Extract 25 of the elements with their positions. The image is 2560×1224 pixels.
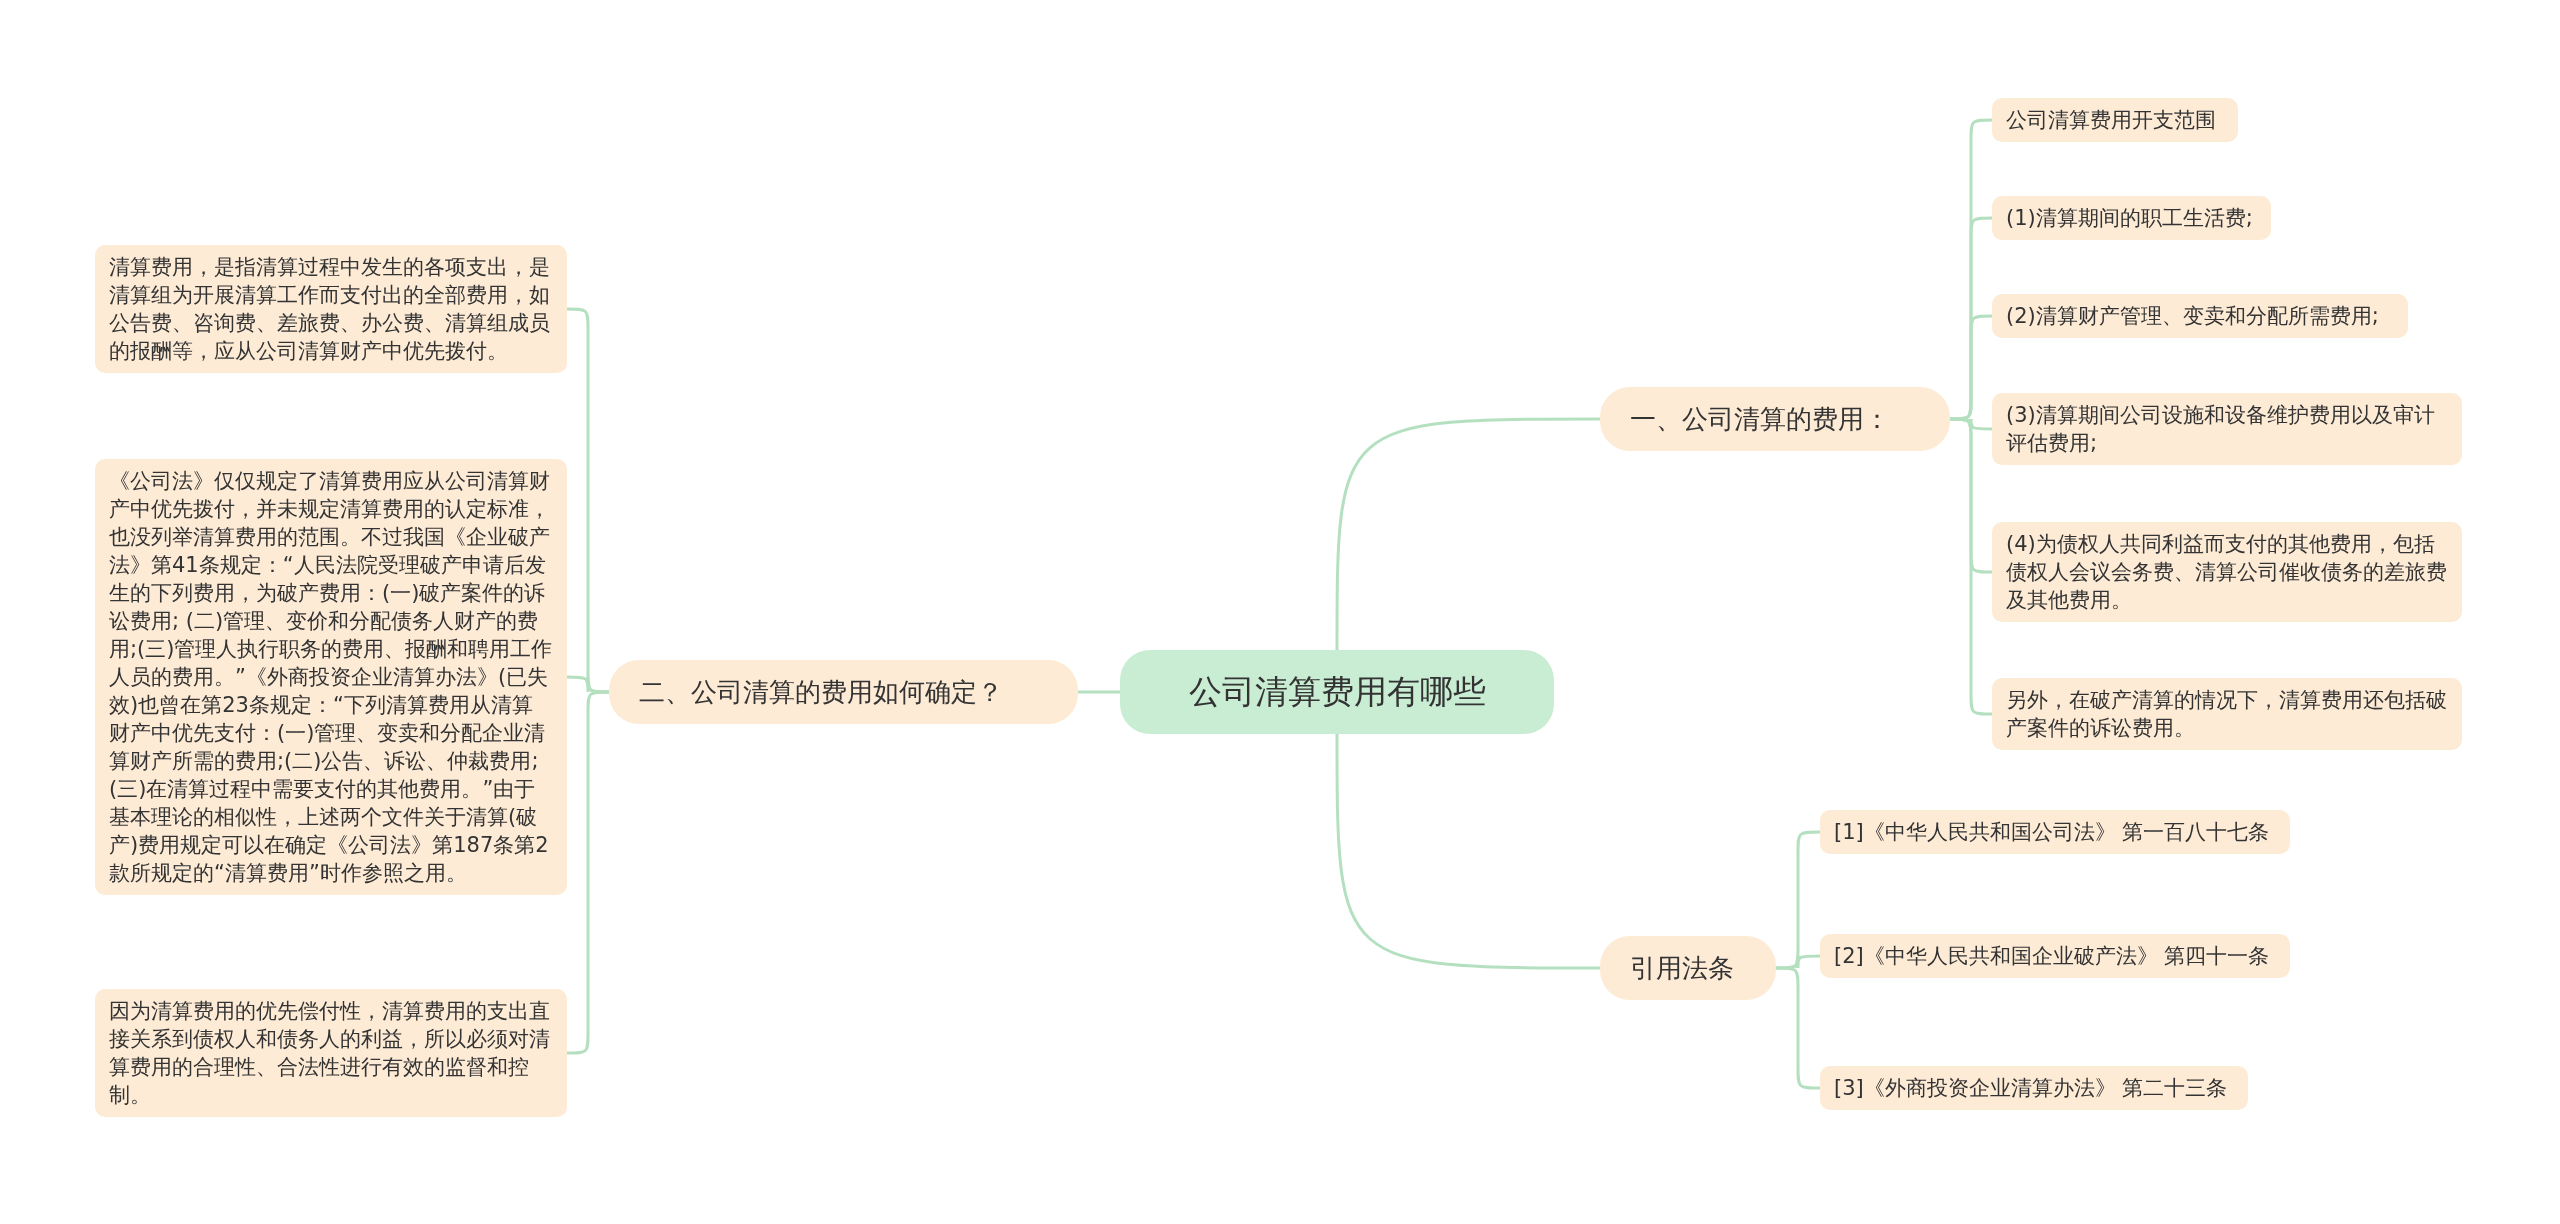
central-topic: 公司清算费用有哪些	[1120, 650, 1554, 734]
topic-box: (3)清算期间公司设施和设备维护费用以及审计评估费用;	[1992, 393, 2462, 465]
topic-box: [2]《中华人民共和国企业破产法》 第四十一条	[1820, 934, 2290, 978]
connector	[1950, 417, 1992, 716]
topic-box: 二、公司清算的费用如何确定？	[609, 660, 1078, 724]
note-box: 清算费用，是指清算过程中发生的各项支出，是清算组为开展清算工作而支付出的全部费用，如公告费、咨询费、差旅费、办公费、清算组成员的报酬等，应从公司清算财产中优先拨付。	[95, 245, 567, 373]
connector	[1950, 314, 1992, 421]
topic-box: [3]《外商投资企业清算办法》 第二十三条	[1820, 1066, 2248, 1110]
connector	[567, 675, 609, 694]
connector	[1078, 690, 1120, 694]
topic-box: 公司清算费用开支范围	[1992, 98, 2238, 142]
topic-box: [1]《中华人民共和国公司法》 第一百八十七条	[1820, 810, 2290, 854]
connector	[567, 690, 609, 1055]
topic-box: 引用法条	[1600, 936, 1776, 1000]
topic-box: 一、公司清算的费用：	[1600, 387, 1950, 451]
note-box: 因为清算费用的优先偿付性，清算费用的支出直接关系到债权人和债务人的利益，所以必须对清算费用的合理性、合法性进行有效的监督和控制。	[95, 989, 567, 1117]
topic-box: (2)清算财产管理、变卖和分配所需费用;	[1992, 294, 2408, 338]
note-box: 《公司法》仅仅规定了清算费用应从公司清算财产中优先拨付，并未规定清算费用的认定标准，也没列举清算费用的范围。不过我国《企业破产法》第41条规定：“人民法院受理破产申请后发生的下列费用，为破产费用：(一)破产案件的诉讼费用; (二)管理、变价和分配债务人财产的费用;(三)管理人执行职务的费用、报酬和聘用工作人员的费用。”《外商投资企业清算办法》(已失效)也曾在第23条规定：“下列清算费用从清算财产中优先支付：(一)管理、变卖和分配企业清算财产所需的费用;(二)公告、诉讼、仲裁费用;(三)在清算过程中需要支付的其他费用。”由于基本理论的相似性，上述两个文件关于清算(破产)费用规定可以在确定《公司法》第187条第2款所规定的“清算费用”时作参照之用。	[95, 459, 567, 895]
topic-box: (4)为债权人共同利益而支付的其他费用，包括债权人会议会务费、清算公司催收债务的差旅费及其他费用。	[1992, 522, 2462, 622]
connector	[1776, 966, 1820, 1090]
topic-box: (1)清算期间的职工生活费;	[1992, 196, 2271, 240]
connector	[1335, 417, 1600, 650]
connector	[1776, 954, 1820, 970]
connector	[1335, 734, 1600, 970]
topic-box: 另外，在破产清算的情况下，清算费用还包括破产案件的诉讼费用。	[1992, 678, 2462, 750]
